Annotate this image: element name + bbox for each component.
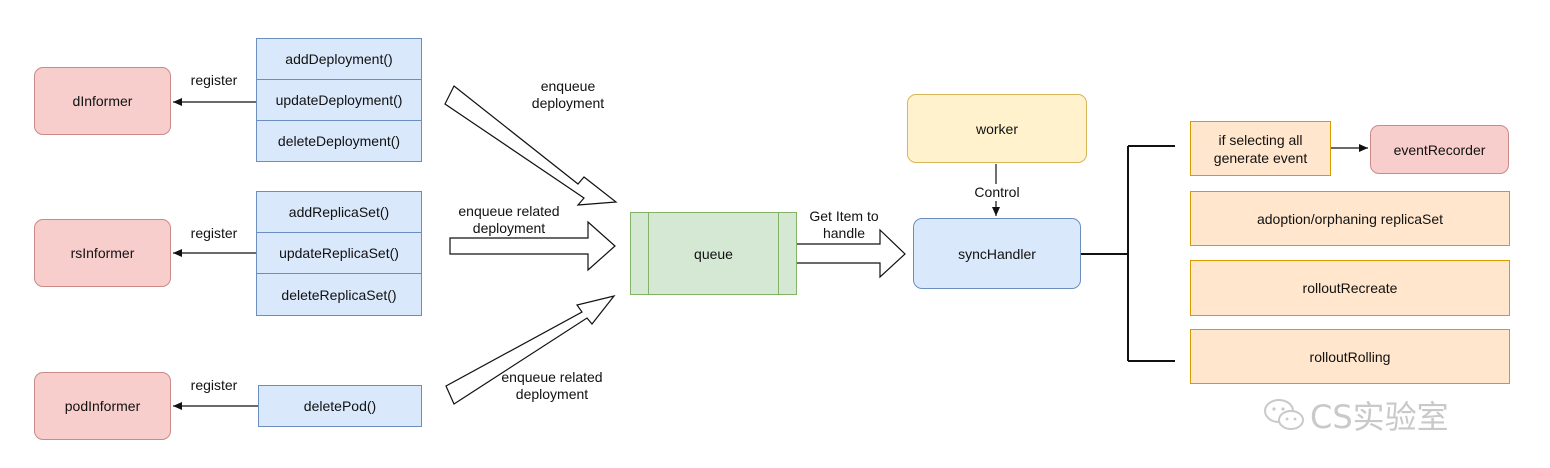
update-replicaset-handler: updateReplicaSet() bbox=[257, 233, 421, 274]
synchandler-node: syncHandler bbox=[913, 218, 1081, 289]
enqueue-related-label-2: enqueue related deployment bbox=[501, 369, 603, 402]
podinformer-node: podInformer bbox=[34, 372, 171, 440]
selecting-condition-node: if selecting all generate event bbox=[1190, 121, 1331, 176]
register-label-pod: register bbox=[190, 377, 238, 393]
update-deployment-handler: updateDeployment() bbox=[257, 80, 421, 121]
watermark: CS实验室 bbox=[1262, 392, 1449, 438]
register-label-d: register bbox=[190, 72, 238, 88]
enqueue-related-label-1: enqueue related deployment bbox=[458, 203, 560, 236]
deployment-handlers: addDeployment() updateDeployment() delet… bbox=[256, 38, 422, 162]
rollout-recreate-node: rolloutRecreate bbox=[1190, 260, 1510, 316]
eventrecorder-node: eventRecorder bbox=[1370, 125, 1509, 174]
delete-pod-handler: deletePod() bbox=[303, 398, 377, 414]
enqueue-arrow-bottom bbox=[445, 295, 616, 405]
enqueue-arrow-middle bbox=[449, 220, 616, 272]
dinformer-node: dInformer bbox=[34, 67, 171, 135]
add-deployment-handler: addDeployment() bbox=[257, 39, 421, 80]
queue-label: queue bbox=[694, 245, 733, 262]
delete-replicaset-handler: deleteReplicaSet() bbox=[281, 286, 397, 303]
enqueue-deployment-label: enqueue deployment bbox=[531, 78, 605, 111]
watermark-text: CS实验室 bbox=[1310, 398, 1449, 436]
rsinformer-node: rsInformer bbox=[34, 219, 171, 287]
control-label: Control bbox=[957, 184, 1037, 201]
add-replicaset-handler: addReplicaSet() bbox=[257, 192, 421, 233]
pod-handlers: deletePod() bbox=[258, 385, 422, 427]
rollout-rolling-node: rolloutRolling bbox=[1190, 329, 1510, 384]
wechat-icon bbox=[1264, 399, 1304, 430]
replicaset-handlers: addReplicaSet() updateReplicaSet() delet… bbox=[256, 191, 422, 316]
enqueue-arrow-top bbox=[444, 85, 618, 206]
adoption-node: adoption/orphaning replicaSet bbox=[1190, 191, 1510, 246]
get-item-label: Get Item to handle bbox=[809, 208, 879, 241]
queue-node: queue bbox=[630, 212, 797, 295]
register-label-rs: register bbox=[190, 225, 238, 241]
delete-deployment-handler: deleteDeployment() bbox=[277, 133, 401, 149]
worker-node: worker bbox=[907, 94, 1087, 163]
get-item-arrow bbox=[795, 228, 906, 279]
